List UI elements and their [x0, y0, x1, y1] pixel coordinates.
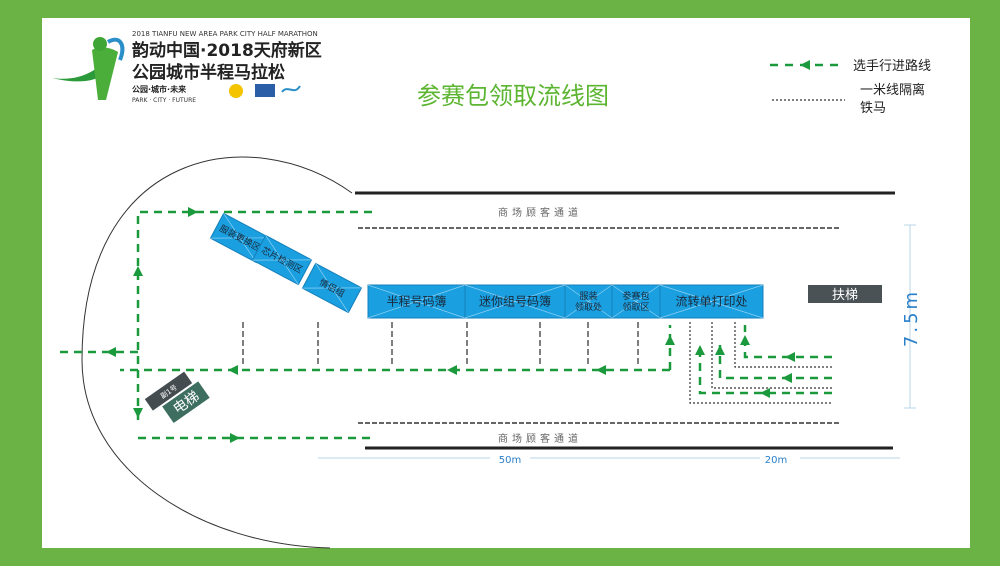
arrow-left-icon — [760, 388, 770, 398]
marathon-logo: 2018 TIANFU NEW AREA PARK CITY HALF MARA… — [52, 30, 322, 104]
legend-barrier-label-2: 铁马 — [860, 101, 886, 116]
zone-label: 半程号码簿 — [386, 294, 446, 309]
dimension-7-5m: 7.5m — [901, 289, 922, 347]
corridor-label-bottom: 商场顾客通道 — [498, 432, 582, 445]
legend: 选手行进路线 一米线隔离 铁马 — [770, 58, 931, 116]
arrow-left-icon — [447, 365, 457, 375]
arrow-right-icon — [188, 207, 198, 217]
corridor-label-top: 商场顾客通道 — [498, 206, 582, 219]
logo-slogan-cn: 公园·城市·未来 — [132, 84, 187, 94]
queue-barriers — [689, 322, 832, 404]
legend-barrier-label-1: 一米线隔离 — [860, 82, 925, 98]
logo-line2: 公园城市半程马拉松 — [132, 62, 285, 83]
zone-label: 领取区 — [622, 301, 649, 313]
arrow-left-icon — [106, 347, 116, 357]
arrow-up-icon — [133, 266, 143, 276]
zone-label: 流转单打印处 — [675, 294, 747, 309]
zone-label: 服装 — [579, 290, 597, 302]
emblem-icon — [229, 84, 243, 98]
dimension-lines: 50m 20m 7.5m — [318, 224, 922, 466]
escalator — [808, 285, 882, 303]
stall-dividers — [242, 322, 639, 366]
arrow-left-icon — [800, 60, 810, 70]
wave-logo-icon — [281, 85, 301, 93]
arrow-right-icon — [230, 433, 240, 443]
logo-line1: 韵动中国·2018天府新区 — [132, 40, 322, 61]
arrow-left-icon — [596, 365, 606, 375]
pickup-zones-row: 半程号码簿迷你组号码簿服装领取处参赛包领取区流转单打印处 — [367, 284, 764, 319]
legend-route-label: 选手行进路线 — [853, 58, 931, 74]
zone-3: 情侣组 — [301, 262, 363, 314]
arrow-up-icon — [715, 345, 725, 355]
arrow-down-icon — [133, 408, 143, 418]
diagram-panel — [42, 18, 970, 548]
logo-subtitle-en: 2018 TIANFU NEW AREA PARK CITY HALF MARA… — [132, 30, 318, 38]
dimension-20m: 20m — [765, 455, 787, 466]
zone-2: 芯片检测区 — [251, 234, 313, 286]
pickup-zone-5: 流转单打印处 — [659, 284, 764, 319]
pickup-zone-1: 半程号码簿 — [367, 284, 466, 319]
escalator-label: 扶梯 — [832, 288, 858, 303]
zone-label: 参赛包 — [622, 290, 649, 302]
arrow-up-icon — [695, 345, 705, 355]
pickup-zone-2: 迷你组号码簿 — [464, 284, 566, 319]
arrow-left-icon — [228, 365, 238, 375]
elevator: 副1号 电梯 — [144, 371, 210, 423]
route-lines — [58, 210, 832, 440]
arrow-up-icon — [740, 335, 750, 345]
arrow-left-icon — [782, 373, 792, 383]
arrow-up-icon — [665, 335, 675, 345]
zone-label: 领取处 — [575, 301, 602, 313]
arrow-left-icon — [785, 352, 795, 362]
news-logo-icon — [255, 84, 275, 97]
zone-label: 迷你组号码簿 — [479, 294, 551, 309]
dimension-50m: 50m — [499, 455, 521, 466]
logo-slogan-en: PARK · CITY · FUTURE — [132, 97, 196, 104]
page-title: 参赛包领取流线图 — [417, 82, 609, 110]
venue-outline — [81, 156, 353, 549]
route-arrows — [106, 207, 795, 443]
